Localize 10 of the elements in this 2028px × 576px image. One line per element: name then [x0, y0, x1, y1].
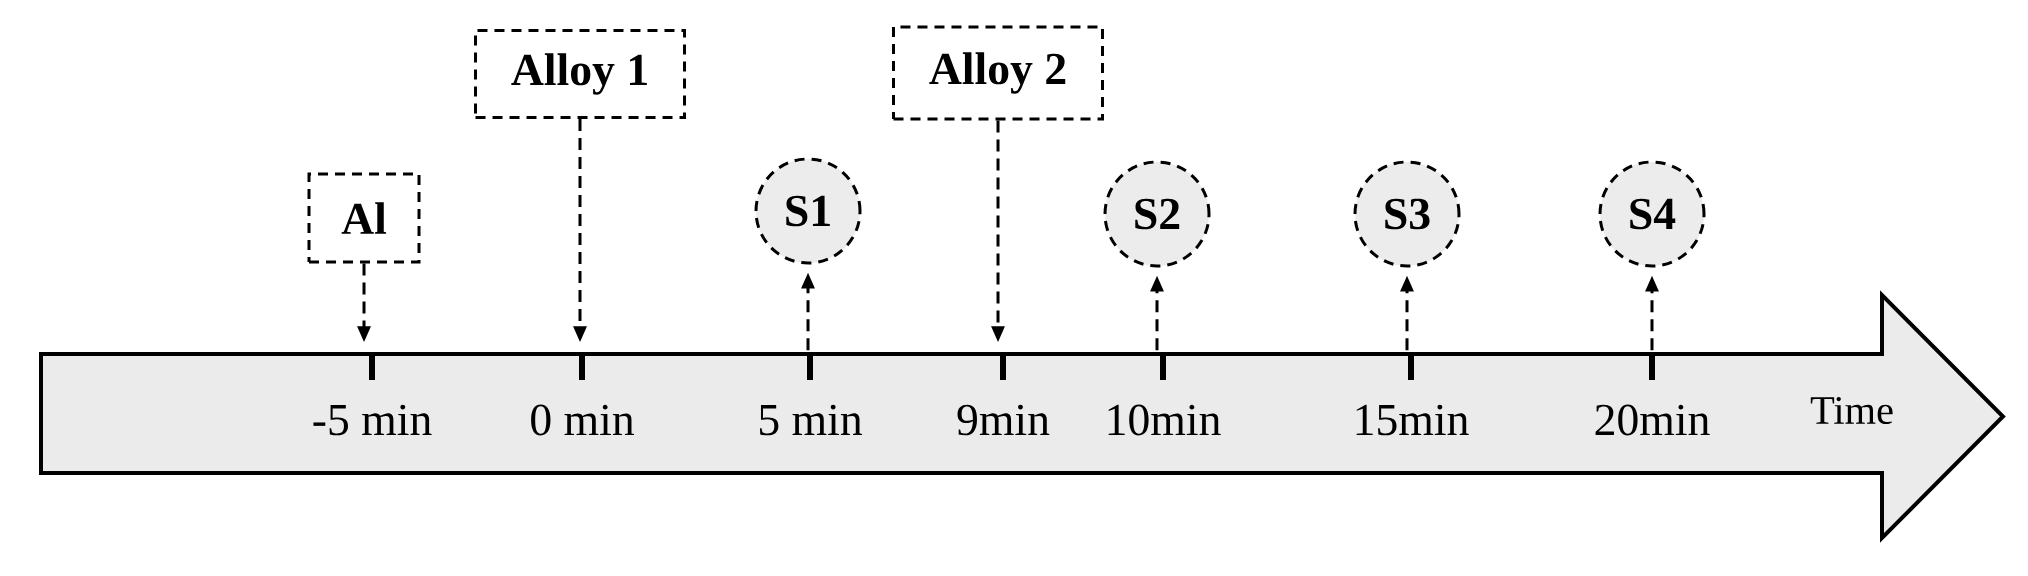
tick-label: 5 min [760, 404, 862, 436]
tick-label: 9min [957, 404, 1050, 436]
label-box: Alloy 1 [474, 29, 686, 119]
tick-label: -5 min [313, 404, 432, 436]
tick-label: 15min [1356, 404, 1469, 436]
tick-label: 10min [1108, 404, 1221, 436]
tick-label: 20min [1595, 404, 1710, 436]
tick-label: 0 min [531, 404, 634, 436]
label-box: Al [307, 172, 421, 264]
label-box: Alloy 2 [892, 25, 1104, 121]
